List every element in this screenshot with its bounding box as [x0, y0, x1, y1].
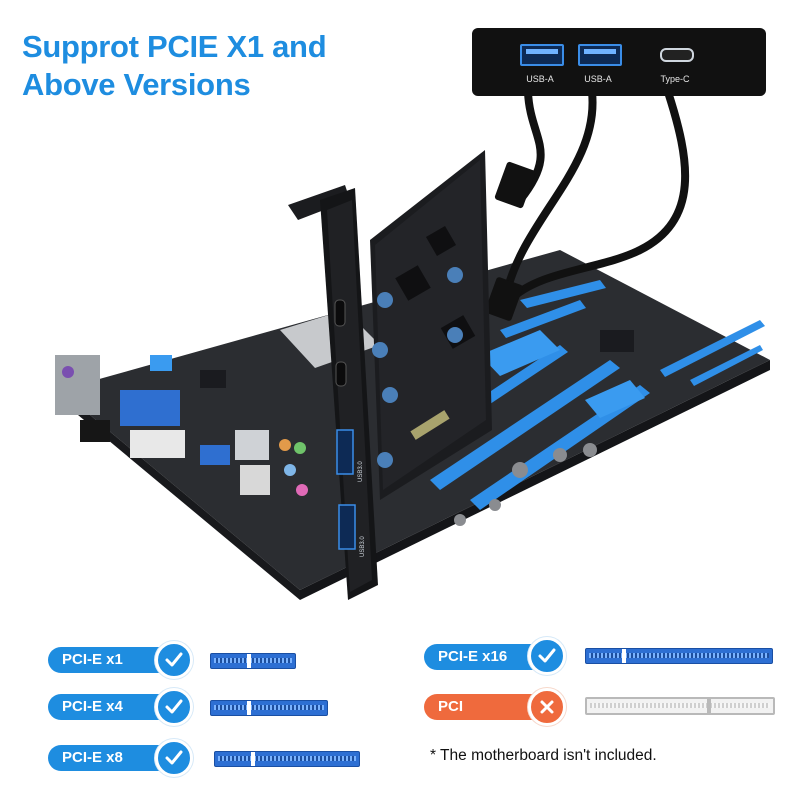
slot-pcie-x1: [210, 653, 296, 669]
usb-c-port-icon: [660, 48, 694, 62]
port-label: USB-A: [584, 74, 612, 84]
slot-pci: [585, 697, 775, 715]
pcie-usb-card: [370, 150, 492, 500]
front-panel-bracket: USB-A USB-A Type-C: [472, 28, 766, 96]
cross-icon: [528, 688, 566, 726]
check-icon: [528, 637, 566, 675]
slot-pcie-x8: [214, 751, 360, 767]
pcie-bracket: [288, 185, 378, 600]
headline-line-2: Above Versions: [22, 67, 251, 102]
port-label: USB-A: [526, 74, 554, 84]
usb-a-port-icon: [520, 44, 564, 66]
headline-line-1: Supprot PCIE X1 and: [22, 29, 327, 64]
slot-pcie-x4: [210, 700, 328, 716]
headline: Supprot PCIE X1 and Above Versions: [22, 28, 327, 104]
check-icon: [155, 641, 193, 679]
usb-port-label-1: USB3.0: [358, 461, 364, 482]
usb-a-port-icon: [578, 44, 622, 66]
slot-pcie-x16: [585, 648, 773, 664]
check-icon: [155, 739, 193, 777]
product-illustration: USB3.0 USB3.0: [55, 88, 770, 600]
check-icon: [155, 688, 193, 726]
disclaimer-note: * The motherboard isn't included.: [430, 747, 657, 764]
usb-port-label-2: USB3.0: [360, 536, 366, 557]
port-label: Type-C: [660, 74, 690, 84]
